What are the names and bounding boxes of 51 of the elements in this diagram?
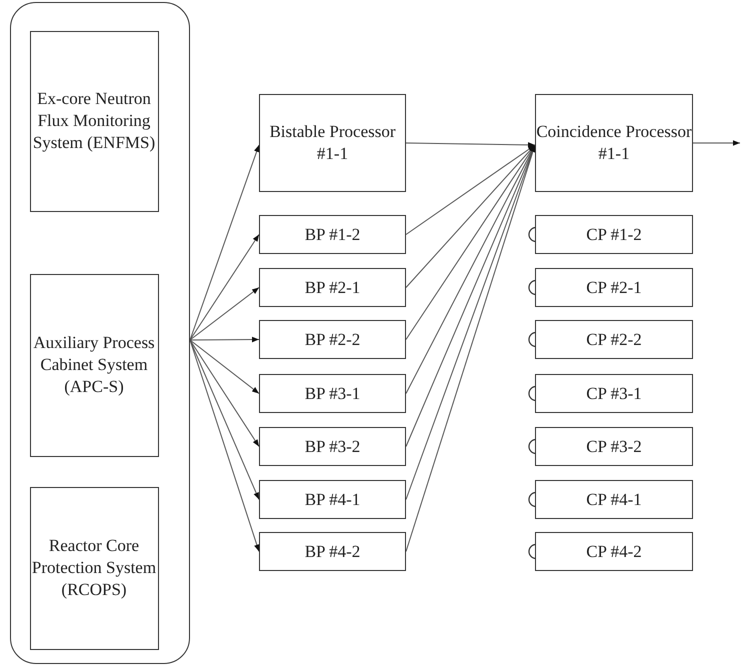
processor-box xyxy=(535,320,693,359)
processor-box xyxy=(535,94,693,192)
node-label: CP #3-1 xyxy=(586,382,642,404)
arrow xyxy=(190,340,260,552)
processor-box xyxy=(535,374,693,413)
node-label: CP #4-1 xyxy=(586,488,642,510)
node-label: BP #4-1 xyxy=(304,488,360,510)
arrow xyxy=(190,340,260,447)
processor-box xyxy=(259,215,406,254)
node-label: BP #3-1 xyxy=(304,382,360,404)
arrow xyxy=(406,144,536,235)
node-label: BP #3-2 xyxy=(304,436,360,458)
node-label: BP #2-1 xyxy=(304,276,360,298)
processor-box xyxy=(535,427,693,466)
arrow xyxy=(692,140,740,146)
arrow xyxy=(190,336,260,342)
arrow xyxy=(190,340,260,500)
arrow xyxy=(406,142,536,148)
processor-box xyxy=(535,480,693,519)
processor-box xyxy=(259,268,406,307)
processor-box xyxy=(535,268,693,307)
arrow xyxy=(190,144,260,340)
processor-box xyxy=(259,94,406,192)
processor-box xyxy=(259,374,406,413)
node-label: Bistable Processor #1-1 xyxy=(268,121,397,165)
node-label: Ex-core Neutron Flux Monitoring System (ENFMS) xyxy=(32,88,156,154)
processor-box xyxy=(259,532,406,571)
node-label: BP #4-2 xyxy=(304,540,360,562)
node-label: CP #2-2 xyxy=(586,328,642,350)
processor-box xyxy=(535,532,693,571)
node-label: BP #1-2 xyxy=(304,224,360,246)
arrow xyxy=(190,340,260,394)
arrow xyxy=(190,287,260,340)
node-label: Reactor Core Protection System (RCOPS) xyxy=(30,535,158,601)
processor-box xyxy=(535,215,693,254)
node-label: CP #3-2 xyxy=(586,436,642,458)
group-box xyxy=(10,2,190,664)
arrow xyxy=(190,234,260,340)
node-label: CP #2-1 xyxy=(586,276,642,298)
node-label: CP #1-2 xyxy=(586,224,642,246)
system-box xyxy=(30,486,158,650)
node-label: BP #2-2 xyxy=(304,328,360,350)
arrow xyxy=(406,144,536,288)
processor-box xyxy=(259,427,406,466)
node-label: Auxiliary Process Cabinet System (APC-S) xyxy=(32,332,156,398)
node-label: Coincidence Processor #1-1 xyxy=(536,121,692,165)
node-label: CP #4-2 xyxy=(586,540,642,562)
processor-box xyxy=(259,480,406,519)
processor-box xyxy=(259,320,406,359)
system-box xyxy=(30,274,158,456)
system-box xyxy=(30,30,158,212)
